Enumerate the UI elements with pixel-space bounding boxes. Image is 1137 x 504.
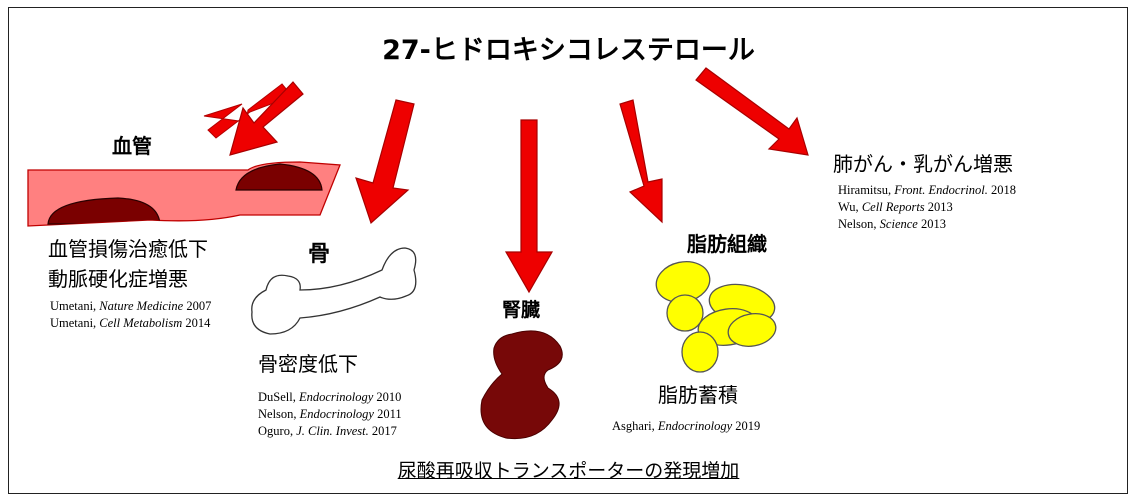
cancer-references: Hiramitsu, Front. Endocrinol. 2018 Wu, C… <box>838 182 1016 233</box>
kidney-effect-footer: 尿酸再吸収トランスポーターの発現増加 <box>0 456 1137 483</box>
arrow-to-cancer <box>695 67 809 156</box>
adipose-label: 脂肪組織 <box>687 232 767 256</box>
bone-illustration <box>251 247 417 335</box>
kidney-label: 腎臓 <box>502 299 541 321</box>
bone-references: DuSell, Endocrinology 2010 Nelson, Endoc… <box>258 389 402 440</box>
bone-effect: 骨密度低下 <box>258 352 358 376</box>
bone-label: 骨 <box>308 242 331 267</box>
arrow-to-adipose <box>619 99 663 224</box>
cancer-effect: 肺がん・乳がん増悪 <box>833 152 1013 176</box>
reference: Hiramitsu, Front. Endocrinol. 2018 <box>838 183 1017 197</box>
arrow-to-kidney <box>504 119 554 294</box>
arrow-left <box>229 81 304 156</box>
footer-text: 尿酸再吸収トランスポーターの発現増加 <box>397 460 740 482</box>
reference: DuSell, Endocrinology 2010 <box>258 390 402 404</box>
reference: Wu, Cell Reports 2013 <box>838 200 953 214</box>
arrow-to-bone <box>355 99 415 225</box>
reference: Umetani, Cell Metabolism 2014 <box>50 316 211 330</box>
adipose-references: Asghari, Endocrinology 2019 <box>612 418 760 435</box>
blood-vessel-illustration <box>27 161 341 227</box>
reference: Oguro, J. Clin. Invest. 2017 <box>258 424 397 438</box>
reference: Asghari, Endocrinology 2019 <box>612 419 761 433</box>
reference: Umetani, Nature Medicine 2007 <box>50 299 212 313</box>
kidney-illustration <box>480 330 563 440</box>
adipose-cells-illustration <box>655 260 777 373</box>
reference: Nelson, Science 2013 <box>838 217 946 231</box>
blood-vessel-effects: 血管損傷治癒低下 動脈硬化症増悪 <box>48 234 208 294</box>
effect-line: 血管損傷治癒低下 <box>48 237 208 261</box>
diagram-title: 27-ヒドロキシコレステロール <box>382 35 755 66</box>
blood-vessel-label: 血管 <box>112 134 152 158</box>
effect-line: 動脈硬化症増悪 <box>48 267 188 291</box>
blood-vessel-references: Umetani, Nature Medicine 2007 Umetani, C… <box>50 298 211 332</box>
adipose-effect: 脂肪蓄積 <box>658 383 738 407</box>
reference: Nelson, Endocrinology 2011 <box>258 407 402 421</box>
diagram-frame <box>8 7 1128 494</box>
